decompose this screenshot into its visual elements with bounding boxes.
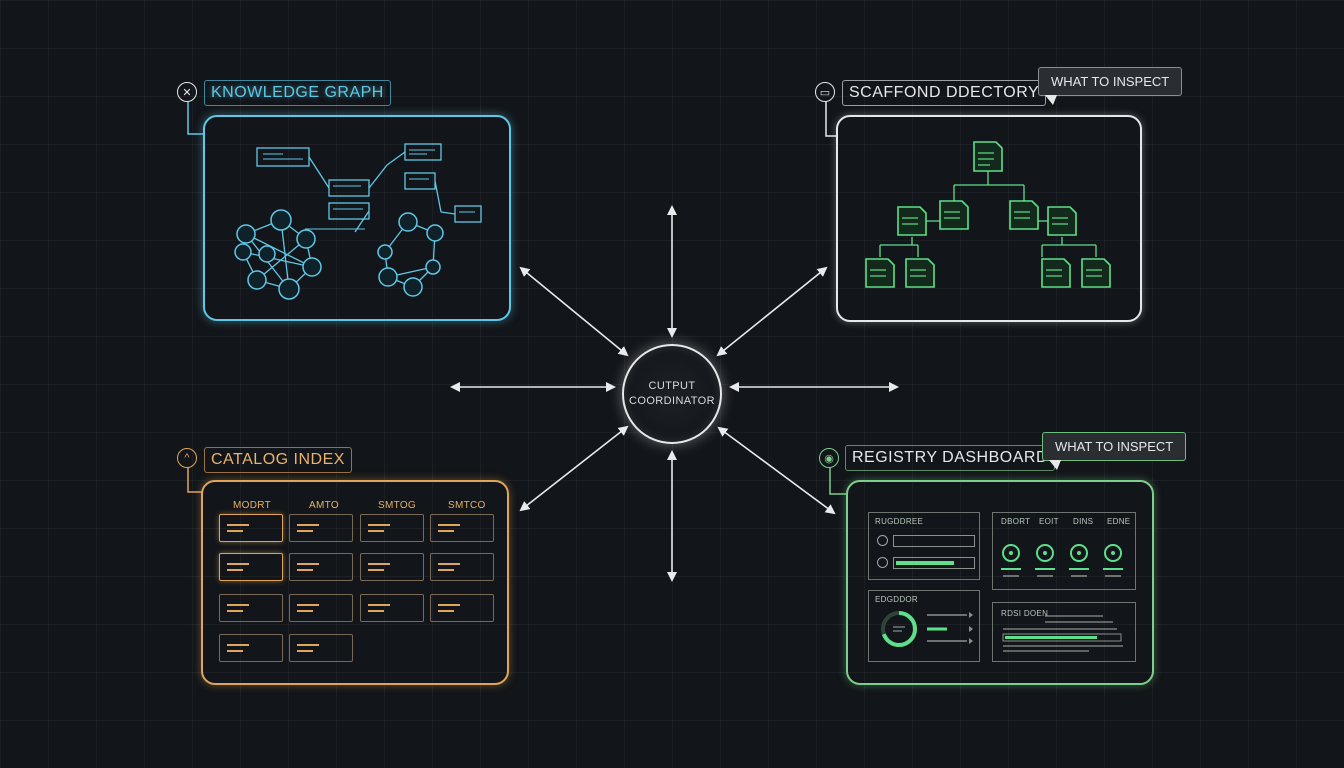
laptop-icon: ▭ bbox=[815, 82, 835, 102]
tools-icon: ✕ bbox=[177, 82, 197, 102]
catalog-cell[interactable] bbox=[430, 553, 494, 581]
stat-gauges bbox=[1001, 544, 1123, 577]
registry-box-inputs: RUGDDREE bbox=[868, 512, 980, 580]
stat-label: EDNE bbox=[1107, 517, 1131, 526]
catalog-cell[interactable] bbox=[430, 514, 494, 542]
catalog-column-header: MODRT bbox=[233, 500, 271, 511]
catalog-cell[interactable] bbox=[219, 634, 283, 662]
donut-gauge bbox=[881, 611, 973, 647]
catalog-cell[interactable] bbox=[430, 594, 494, 622]
scaffold-directory-panel[interactable] bbox=[836, 115, 1142, 322]
registry-dashboard-title: REGISTRY DASHBOARD bbox=[845, 445, 1056, 471]
registry-box-label: RUGDDREE bbox=[875, 517, 924, 526]
camera-icon: ◉ bbox=[819, 448, 839, 468]
catalog-index-title: CATALOG INDEX bbox=[204, 447, 352, 473]
scaffold-directory-title: SCAFFOND DDECTORY bbox=[842, 80, 1047, 106]
catalog-column-header: AMTO bbox=[309, 500, 339, 511]
catalog-cell[interactable] bbox=[289, 634, 353, 662]
chevron-up-icon: ^ bbox=[177, 448, 197, 468]
scaffold-directory-leader bbox=[825, 102, 838, 137]
hub-line-2: COORDINATOR bbox=[629, 395, 715, 407]
catalog-cell[interactable] bbox=[219, 594, 283, 622]
catalog-cell[interactable] bbox=[289, 553, 353, 581]
registry-dashboard-panel[interactable]: RUGDDREE DBORT EOIT DINS EDNE bbox=[846, 480, 1154, 685]
catalog-index-panel[interactable]: MODRT AMTO SMTOG SMTCO bbox=[201, 480, 509, 685]
radio-icon[interactable] bbox=[877, 535, 888, 546]
hub-line-1: CUTPUT bbox=[648, 380, 696, 392]
catalog-column-header: SMTOG bbox=[378, 500, 416, 511]
registry-box-label: EDGDDOR bbox=[875, 595, 918, 604]
stat-label: DBORT bbox=[1001, 517, 1031, 526]
stat-label: DINS bbox=[1073, 517, 1094, 526]
arrow-lower-right bbox=[717, 426, 836, 515]
registry-dashboard-leader bbox=[829, 468, 846, 495]
input-bar[interactable] bbox=[893, 535, 975, 547]
registry-box-stats: DBORT EOIT DINS EDNE bbox=[992, 512, 1136, 590]
stat-label: EOIT bbox=[1039, 517, 1059, 526]
registry-dashboard-callout[interactable]: WHAT TO INSPECT bbox=[1042, 432, 1187, 470]
arrow-upper-right bbox=[716, 266, 828, 357]
registry-box-progress: EDGDDOR bbox=[868, 590, 980, 662]
catalog-cell[interactable] bbox=[360, 594, 424, 622]
catalog-cell[interactable] bbox=[219, 553, 283, 581]
scaffold-directory-callout[interactable]: WHAT TO INSPECT bbox=[1038, 67, 1183, 105]
catalog-column-header: SMTCO bbox=[448, 500, 486, 511]
directory-tree bbox=[865, 141, 1111, 288]
arrow-upper-left bbox=[519, 266, 629, 357]
catalog-cell[interactable] bbox=[289, 514, 353, 542]
registry-box-logs: RDSI DOEN bbox=[992, 602, 1136, 662]
catalog-cell[interactable] bbox=[360, 514, 424, 542]
catalog-cell[interactable] bbox=[360, 553, 424, 581]
radio-icon[interactable] bbox=[877, 557, 888, 568]
arrow-lower-left bbox=[519, 425, 629, 512]
input-bar[interactable] bbox=[893, 557, 975, 569]
catalog-cell[interactable] bbox=[219, 514, 283, 542]
output-coordinator-hub[interactable]: CUTPUT COORDINATOR bbox=[622, 344, 722, 444]
knowledge-graph-title: KNOWLEDGE GRAPH bbox=[204, 80, 391, 106]
log-lines bbox=[1002, 615, 1123, 652]
knowledge-graph-panel[interactable] bbox=[203, 115, 511, 321]
catalog-cell[interactable] bbox=[289, 594, 353, 622]
catalog-index-leader bbox=[187, 468, 202, 493]
knowledge-graph-leader bbox=[187, 102, 204, 135]
registry-box-label: RDSI DOEN bbox=[1001, 609, 1049, 618]
knowledge-graph-network bbox=[234, 143, 482, 300]
